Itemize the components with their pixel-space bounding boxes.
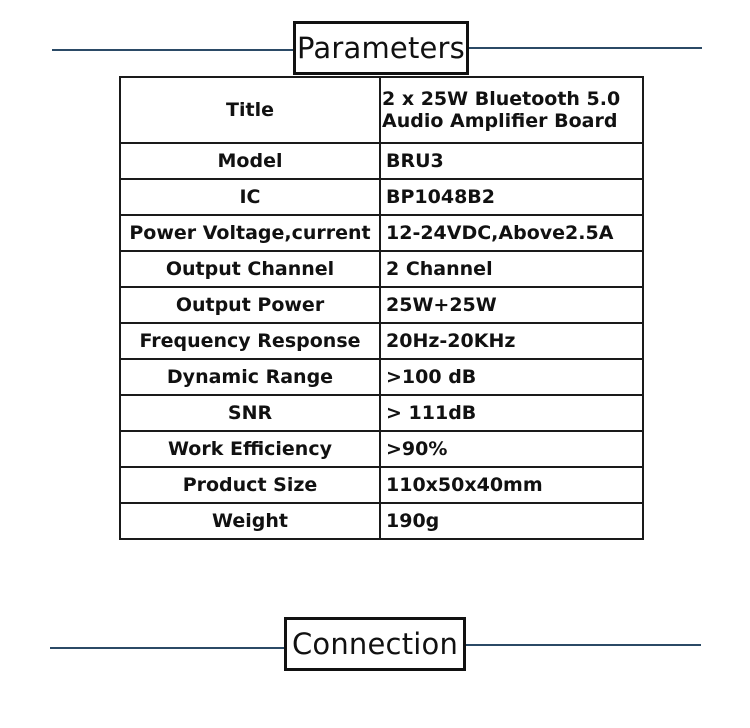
spec-label: Work Efficiency <box>119 430 381 468</box>
spec-value: >90% <box>379 430 644 468</box>
spec-label: Dynamic Range <box>119 358 381 396</box>
parameters-heading: Parameters <box>293 21 469 75</box>
spec-row-model: Model BRU3 <box>119 142 644 180</box>
connection-rule-left <box>50 647 285 649</box>
spec-value: 110x50x40mm <box>379 466 644 504</box>
spec-value: 2 x 25W Bluetooth 5.0 Audio Amplifier Bo… <box>379 76 644 144</box>
spec-value: > 111dB <box>379 394 644 432</box>
spec-value-line: Audio Amplifier Board <box>382 110 618 132</box>
spec-value: BRU3 <box>379 142 644 180</box>
spec-value: 20Hz-20KHz <box>379 322 644 360</box>
connection-rule-right <box>465 644 701 646</box>
spec-value: >100 dB <box>379 358 644 396</box>
spec-label: Weight <box>119 502 381 540</box>
spec-label: Title <box>119 76 381 144</box>
spec-label: Output Channel <box>119 250 381 288</box>
spec-label: Product Size <box>119 466 381 504</box>
spec-row-title: Title 2 x 25W Bluetooth 5.0 Audio Amplif… <box>119 76 644 144</box>
spec-row-dynamic-range: Dynamic Range >100 dB <box>119 358 644 396</box>
parameters-heading-label: Parameters <box>297 31 465 65</box>
spec-row-ic: IC BP1048B2 <box>119 178 644 216</box>
spec-value: 12-24VDC,Above2.5A <box>379 214 644 252</box>
spec-value-line: 2 x 25W Bluetooth 5.0 <box>382 87 621 110</box>
spec-row-weight: Weight 190g <box>119 502 644 540</box>
spec-row-output-power: Output Power 25W+25W <box>119 286 644 324</box>
spec-row-product-size: Product Size 110x50x40mm <box>119 466 644 504</box>
spec-value: 2 Channel <box>379 250 644 288</box>
parameters-rule-right <box>468 47 702 49</box>
spec-table: Title 2 x 25W Bluetooth 5.0 Audio Amplif… <box>119 76 644 540</box>
spec-label: SNR <box>119 394 381 432</box>
spec-value: 190g <box>379 502 644 540</box>
spec-label: Frequency Response <box>119 322 381 360</box>
spec-row-frequency-response: Frequency Response 20Hz-20KHz <box>119 322 644 360</box>
spec-row-work-efficiency: Work Efficiency >90% <box>119 430 644 468</box>
spec-row-output-channel: Output Channel 2 Channel <box>119 250 644 288</box>
spec-label: IC <box>119 178 381 216</box>
connection-heading-label: Connection <box>291 627 459 661</box>
spec-row-snr: SNR > 111dB <box>119 394 644 432</box>
spec-row-power-voltage: Power Voltage,current 12-24VDC,Above2.5A <box>119 214 644 252</box>
connection-heading: Connection <box>284 617 466 671</box>
parameters-rule-left <box>52 49 294 51</box>
spec-value: BP1048B2 <box>379 178 644 216</box>
spec-value: 25W+25W <box>379 286 644 324</box>
spec-label: Output Power <box>119 286 381 324</box>
spec-label: Model <box>119 142 381 180</box>
spec-label: Power Voltage,current <box>119 214 381 252</box>
